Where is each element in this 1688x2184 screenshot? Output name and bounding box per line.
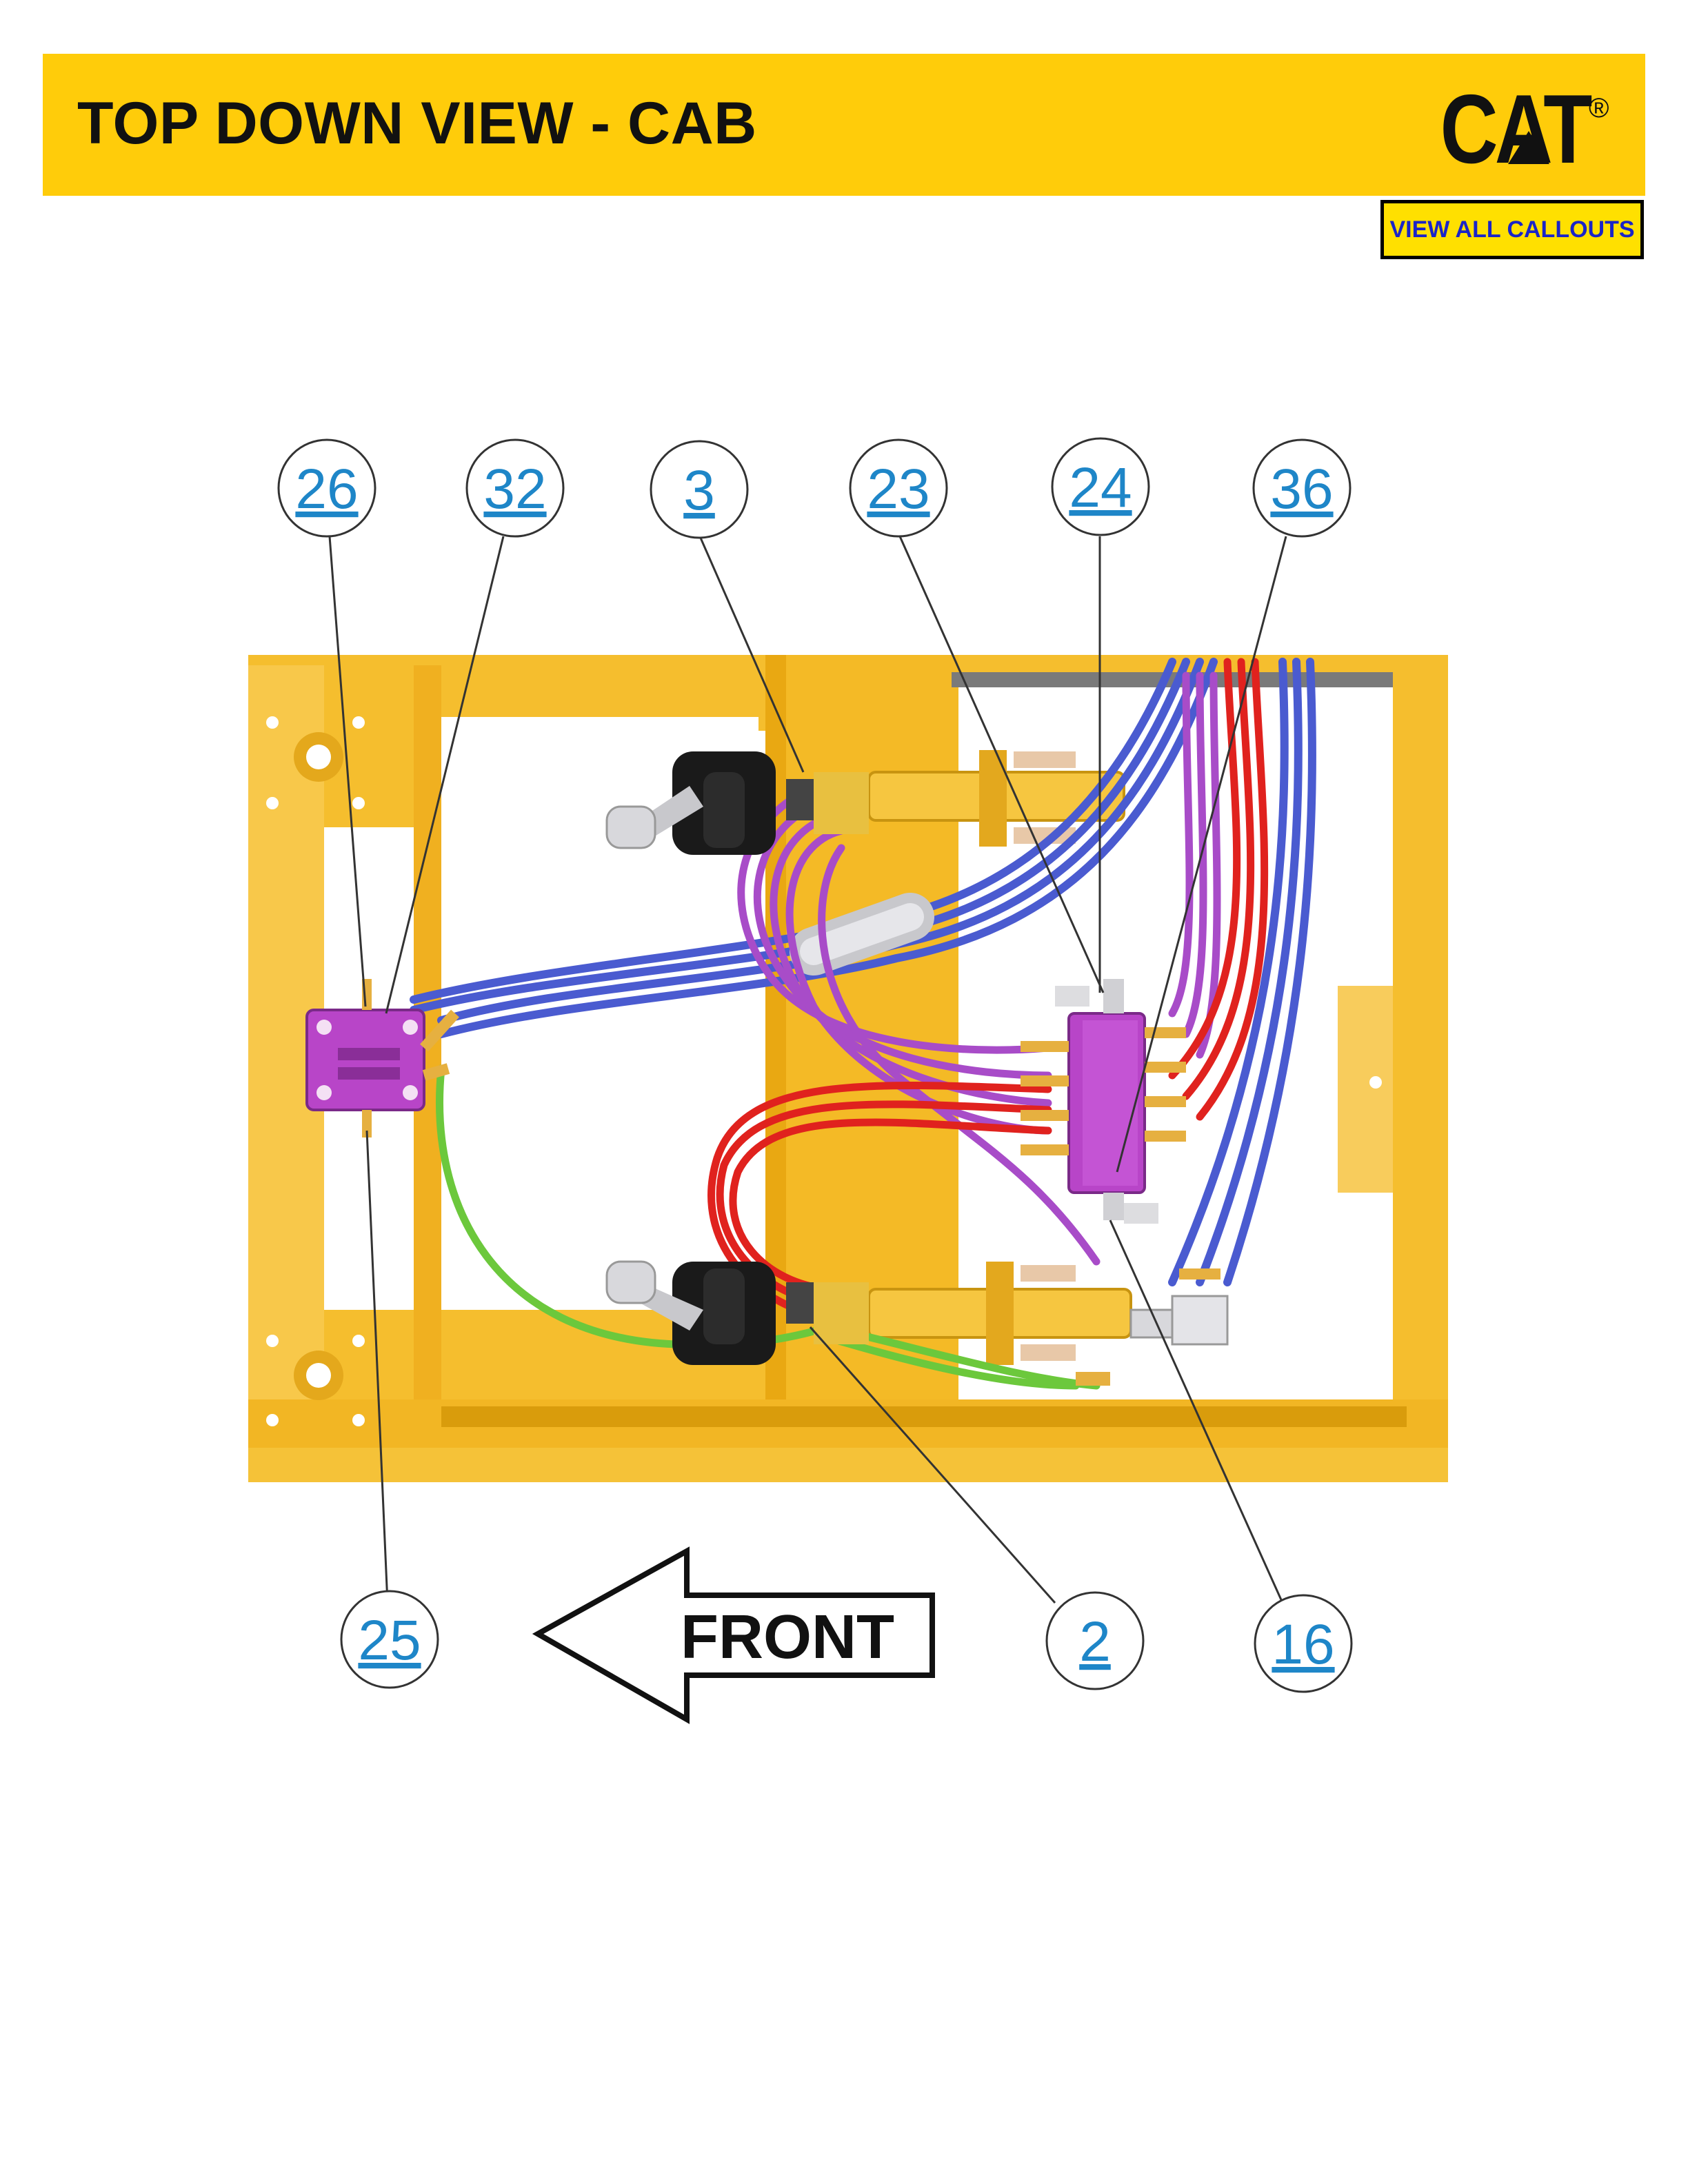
callout-circle [650,440,749,539]
page-title: TOP DOWN VIEW - CAB [77,90,757,156]
callout-circle [465,438,565,538]
callout-circle [1051,437,1150,536]
callout-label[interactable]: 32 [483,458,546,520]
callout-bottom-2[interactable]: 2 [1045,1591,1145,1690]
registered-mark: ® [1589,93,1609,123]
front-label: FRONT [681,1603,894,1672]
callout-bottom-16[interactable]: 16 [1254,1594,1353,1693]
lower-joystick [605,1260,869,1365]
callout-top-32[interactable]: 32 [465,438,565,538]
callout-label[interactable]: 23 [867,458,930,520]
upper-hose-clamp [867,750,1125,847]
right-manifold [1021,979,1186,1224]
callout-label[interactable]: 16 [1272,1613,1334,1676]
callout-top-26[interactable]: 26 [277,438,376,538]
callout-top-23[interactable]: 23 [849,438,948,538]
view-all-callouts-button[interactable]: VIEW ALL CALLOUTS [1380,200,1644,259]
callout-top-36[interactable]: 36 [1252,438,1352,538]
callout-circle [849,438,948,538]
arrow-left-icon [532,1546,935,1724]
callout-circle [1254,1594,1353,1693]
purple-hoses [737,671,1221,1266]
header-banner: TOP DOWN VIEW - CAB CAT ® [43,54,1645,196]
callout-label[interactable]: 36 [1270,458,1333,520]
callout-label[interactable]: 2 [1079,1610,1111,1673]
callout-label[interactable]: 25 [358,1609,421,1672]
cat-logo: CAT ® [1440,74,1609,178]
callout-top-3[interactable]: 3 [650,440,749,539]
callout-circle [1045,1591,1145,1690]
callout-label[interactable]: 3 [683,459,715,522]
gray-sleeve [790,893,934,975]
callout-bottom-25[interactable]: 25 [340,1590,439,1689]
leader-lines [328,536,1287,1604]
callout-circle [340,1590,439,1689]
callout-label[interactable]: 26 [295,458,358,520]
logo-triangle [1508,131,1549,164]
callout-top-24[interactable]: 24 [1051,437,1150,536]
callout-circle [1252,438,1352,538]
lower-right-fittings [1076,1268,1229,1386]
front-arrow: FRONT [532,1546,935,1724]
callout-label[interactable]: 24 [1069,456,1132,519]
left-manifold [305,979,459,1138]
upper-joystick [605,751,869,855]
callout-circle [277,438,376,538]
